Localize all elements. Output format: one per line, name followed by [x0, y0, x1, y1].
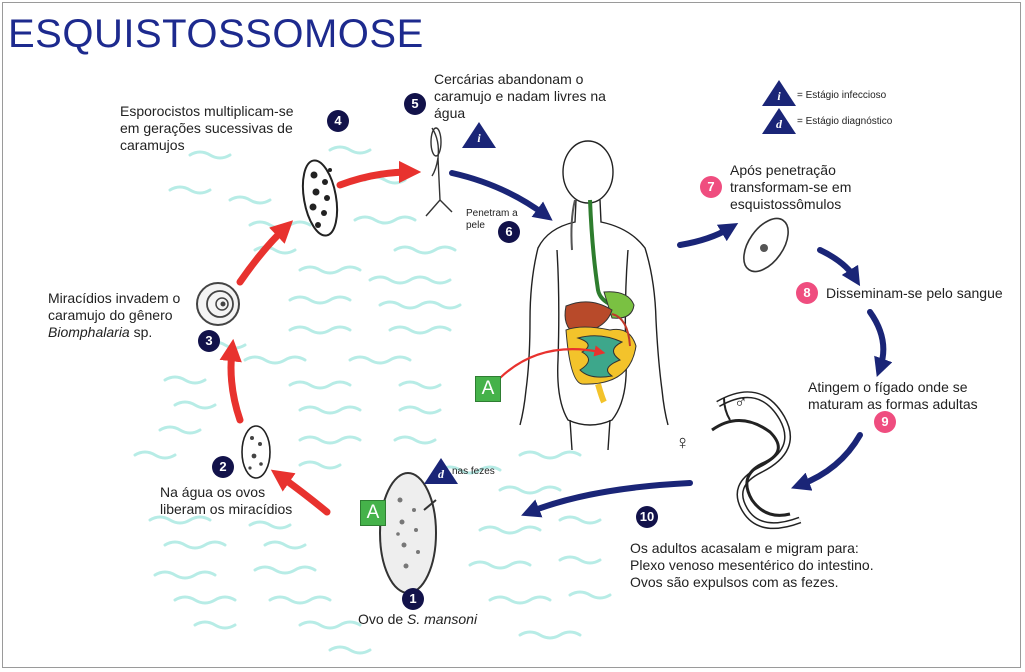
stage-6-badge: 6 [498, 221, 520, 243]
adult-worms-illustration [712, 395, 800, 526]
cercaria-illustration [426, 128, 452, 216]
snail-illustration [197, 283, 239, 325]
arrow-blood-to-liver [870, 312, 883, 368]
stage-9-badge: 9 [874, 411, 896, 433]
stage-1-label: Ovo de S. mansoni [358, 611, 477, 628]
stage-4-badge: 4 [327, 110, 349, 132]
male-symbol: ♂ [734, 394, 748, 411]
arrow-body-to-schistosomula [680, 228, 730, 245]
schistosomulum-illustration [735, 211, 797, 280]
egg-illustration [380, 473, 436, 593]
stage-7-badge: 7 [700, 176, 722, 198]
cercaria-infective-symbol: i [462, 122, 496, 148]
female-symbol: ♀ [675, 435, 690, 452]
ingestion-marker-upper: A [475, 376, 501, 402]
stage-10-label: Os adultos acasalam e migram para:Plexo … [630, 540, 874, 591]
water-waves [135, 147, 610, 653]
stage-5-badge: 5 [404, 93, 426, 115]
infective-stage-legend: = Estágio infeccioso [797, 90, 886, 101]
stage-3-badge: 3 [198, 330, 220, 352]
stage-8-label: Disseminam-se pelo sangue [826, 285, 1003, 302]
stage-10-badge: 10 [636, 506, 658, 528]
diagnostic-stage-symbol: d [762, 108, 796, 134]
stage-8-badge: 8 [796, 282, 818, 304]
miracidium-illustration [242, 426, 270, 478]
arrow-snail-to-sporocyst [240, 228, 285, 282]
stage-1-badge: 1 [402, 588, 424, 610]
arrow-schistosomula-to-blood [820, 250, 855, 278]
arrow-miracidium-to-snail [231, 350, 240, 420]
infective-stage-symbol: i [762, 80, 796, 106]
ingestion-marker-lower: A [360, 500, 386, 526]
arrow-liver-to-adults [800, 435, 860, 485]
sporocyst-illustration [298, 158, 343, 238]
diagnostic-note-label: nas fezes [452, 466, 495, 478]
human-body [520, 141, 668, 450]
stage-3-label: Miracídios invadem o caramujo do gênero … [48, 290, 180, 341]
page-title: ESQUISTOSSOMOSE [8, 14, 424, 54]
diagnostic-stage-legend: = Estágio diagnóstico [797, 116, 892, 127]
stage-2-badge: 2 [212, 456, 234, 478]
